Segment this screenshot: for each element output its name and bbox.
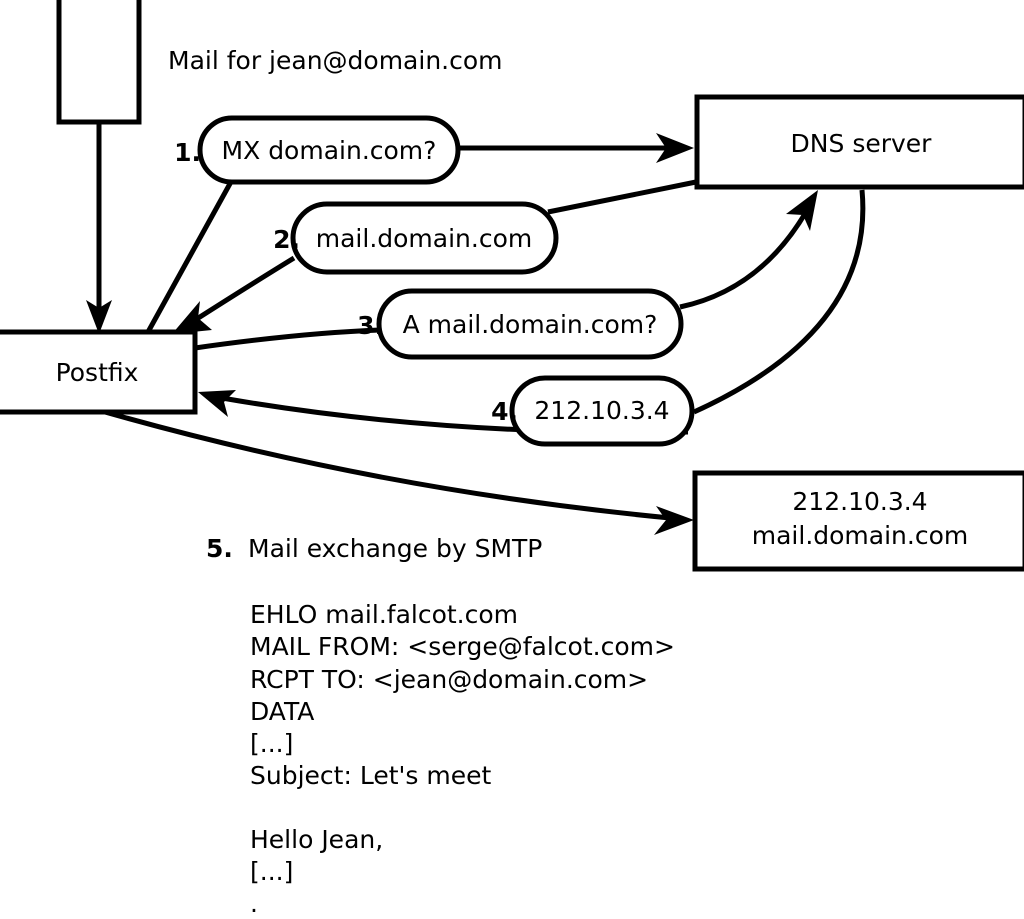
transcript-line-3: RCPT TO: <jean@domain.com> <box>250 665 648 694</box>
node-target-server-host: mail.domain.com <box>752 521 968 550</box>
step-bubble-1[interactable]: MX domain.com? <box>197 115 461 185</box>
edge-dns-to-step2 <box>547 179 697 215</box>
step-2-number: 2. <box>273 225 300 254</box>
edge-postfix-to-target <box>104 409 694 535</box>
step-4-number: 4. <box>491 397 518 426</box>
edge-dns-to-step4 <box>692 189 866 415</box>
node-target-server-ip: 212.10.3.4 <box>792 487 927 516</box>
node-dns-server-label: DNS server <box>791 129 933 158</box>
transcript-line-8: Hello Jean, <box>250 825 383 854</box>
step-4-label: 212.10.3.4 <box>534 396 669 425</box>
transcript-line-9: [...] <box>250 857 293 886</box>
transcript-line-10: . <box>250 889 258 918</box>
step-bubble-3[interactable]: A mail.domain.com? <box>376 288 684 360</box>
edge-postfix-to-step3 <box>194 327 381 351</box>
transcript-line-1: EHLO mail.falcot.com <box>250 600 518 629</box>
step-bubble-4[interactable]: 212.10.3.4 <box>509 375 695 447</box>
edge-step1-to-dns <box>458 133 694 163</box>
transcript-line-2: MAIL FROM: <serge@falcot.com> <box>250 632 675 661</box>
step-2-label: mail.domain.com <box>316 224 532 253</box>
step-3-label: A mail.domain.com? <box>403 310 658 339</box>
edge-step1-tail <box>145 178 235 334</box>
edge-sender-to-postfix <box>86 124 112 334</box>
node-postfix-label: Postfix <box>56 358 139 387</box>
node-postfix[interactable]: Postfix <box>0 329 198 415</box>
transcript-line-4: DATA <box>250 697 314 726</box>
edge-step3-to-dns <box>679 190 818 310</box>
step-1-number: 1. <box>174 138 201 167</box>
edge-step2-to-postfix <box>172 255 296 334</box>
step-5-number: 5. <box>206 534 233 563</box>
step-5-label: Mail exchange by SMTP <box>248 534 542 563</box>
diagram-title: Mail for jean@domain.com <box>168 46 503 75</box>
transcript-line-5: [...] <box>250 729 293 758</box>
node-dns-server[interactable]: DNS server <box>694 94 1024 190</box>
step-1-label: MX domain.com? <box>222 136 437 165</box>
step-bubble-2[interactable]: mail.domain.com <box>290 201 559 275</box>
transcript-line-6: Subject: Let's meet <box>250 761 491 790</box>
node-target-server[interactable]: 212.10.3.4 mail.domain.com <box>692 470 1024 572</box>
step-3-number: 3. <box>357 311 384 340</box>
node-sender-box[interactable] <box>56 0 142 125</box>
